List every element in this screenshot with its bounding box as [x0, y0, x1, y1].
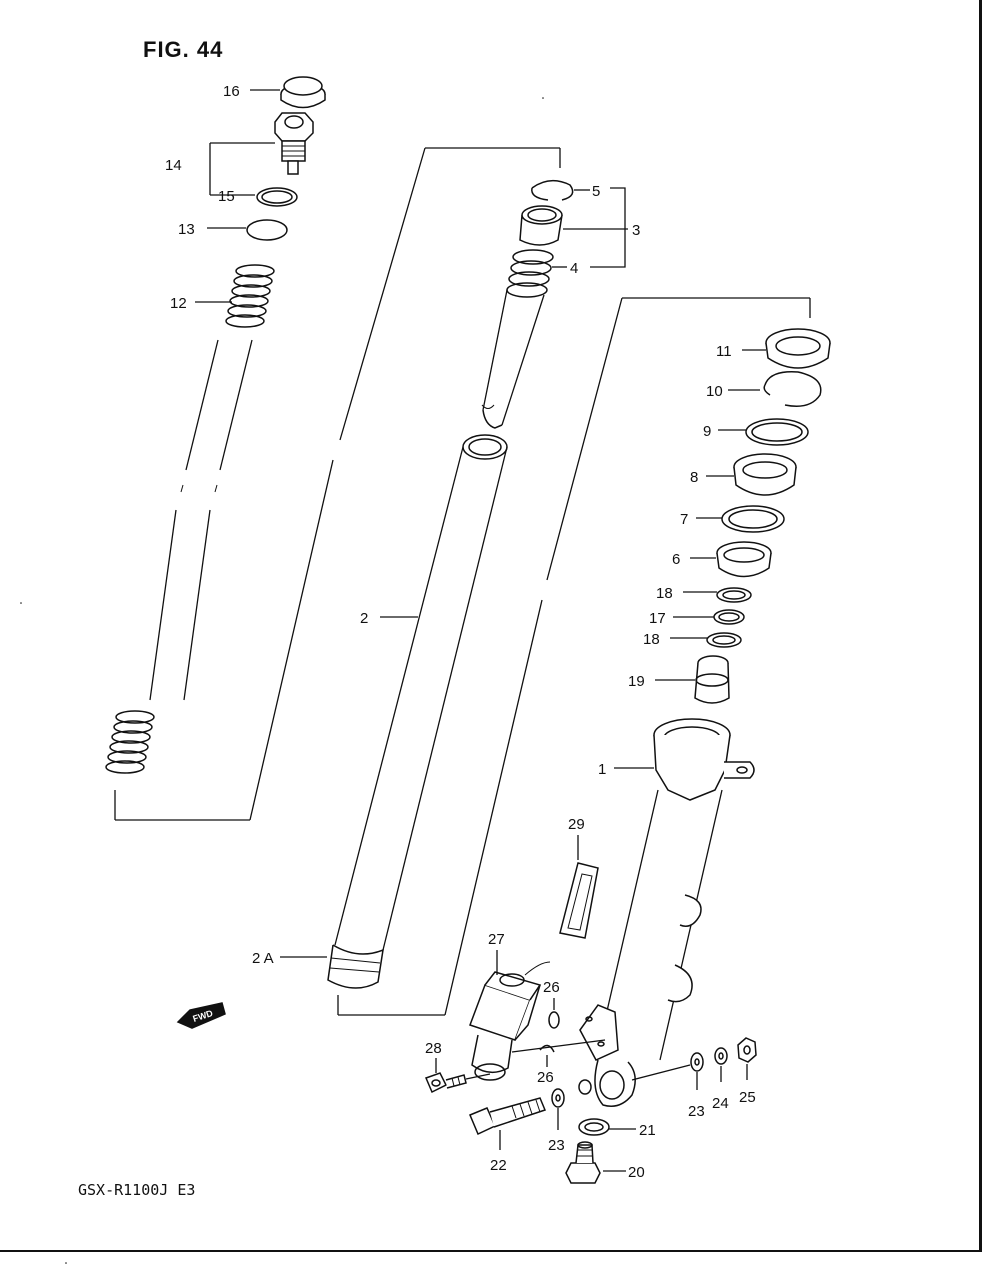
label-4: 4: [570, 260, 578, 277]
part-5-circlip: [531, 179, 574, 201]
model-code: GSX-R1100J E3: [78, 1181, 195, 1199]
label-13: 13: [178, 221, 195, 238]
label-28: 28: [425, 1040, 442, 1057]
part-17-o-ring: [713, 609, 745, 625]
label-24: 24: [712, 1095, 729, 1112]
part-8-oil-seal: [733, 453, 797, 496]
part-18-washer-upper: [716, 587, 752, 603]
label-17: 17: [649, 610, 666, 627]
part-16-cap: [280, 76, 326, 109]
part-3-bushing: [519, 205, 563, 246]
label-5: 5: [592, 183, 600, 200]
label-14: 14: [165, 157, 182, 174]
label-2: 2: [360, 610, 368, 627]
label-9: 9: [703, 423, 711, 440]
label-1: 1: [598, 761, 606, 778]
label-19: 19: [628, 673, 645, 690]
part-7-washer: [721, 505, 785, 533]
label-20: 20: [628, 1164, 645, 1181]
label-26a: 26: [543, 979, 560, 996]
part-12-spring-bottom: [105, 710, 155, 774]
label-22: 22: [490, 1157, 507, 1174]
part-26-washer-upper: [548, 1011, 560, 1029]
part-20-bolt: [565, 1141, 601, 1184]
part-4-piston-ring: [506, 249, 554, 298]
label-23b: 23: [688, 1103, 705, 1120]
label-2a: 2 A: [252, 950, 274, 967]
part-13-spacer: [246, 219, 288, 241]
inner-tube-frame: [337, 148, 811, 1016]
label-16: 16: [223, 83, 240, 100]
part-27-block: [469, 961, 551, 1081]
scan-specks: [20, 97, 544, 1264]
label-29: 29: [568, 816, 585, 833]
part-2a-slide-bushing: [327, 944, 384, 989]
label-25: 25: [739, 1089, 756, 1106]
label-18a: 18: [656, 585, 673, 602]
part-18-washer-lower: [706, 632, 742, 648]
damper-rod: [481, 289, 545, 429]
part-15-o-ring: [256, 187, 298, 207]
part-12-spring-top: [225, 264, 275, 328]
label-8: 8: [690, 469, 698, 486]
label-6: 6: [672, 551, 680, 568]
label-15: 15: [218, 188, 235, 205]
part-28-bolt: [424, 1072, 491, 1094]
part-10-stopper-ring: [763, 371, 822, 407]
label-23a: 23: [548, 1137, 565, 1154]
part-29-decal: [559, 862, 599, 939]
left-assembly-frame: [114, 147, 560, 821]
leader-line-block: [511, 1039, 606, 1053]
part-14-adjuster-bolt: [274, 112, 314, 175]
label-3: 3: [632, 222, 640, 239]
figure-title: FIG. 44: [143, 37, 223, 62]
part-2-inner-tube: [334, 434, 508, 951]
label-12: 12: [170, 295, 187, 312]
label-11: 11: [716, 343, 732, 360]
part-19-oil-lock-piece: [694, 655, 730, 704]
label-26b: 26: [537, 1069, 554, 1086]
part-11-dust-seal: [765, 328, 831, 369]
leader-3-bracket: [590, 187, 626, 268]
label-27: 27: [488, 931, 505, 948]
label-7: 7: [680, 511, 688, 528]
label-10: 10: [706, 383, 723, 400]
label-18b: 18: [643, 631, 660, 648]
part-23-washer-right: [690, 1052, 704, 1072]
part-9-washer: [745, 418, 809, 446]
part-24-spring-washer: [714, 1047, 728, 1065]
spring-body: [149, 339, 253, 701]
fwd-direction-badge: FWD: [176, 1002, 226, 1029]
leader-line-axle-stud: [631, 1064, 691, 1081]
part-22-bolt: [469, 1097, 547, 1136]
part-6-guide-bushing: [716, 541, 772, 578]
part-23-washer-left: [551, 1088, 565, 1108]
part-21-washer: [578, 1118, 610, 1136]
label-21: 21: [639, 1122, 656, 1139]
part-1-outer-tube: [578, 718, 755, 1107]
part-25-nut: [737, 1037, 757, 1063]
